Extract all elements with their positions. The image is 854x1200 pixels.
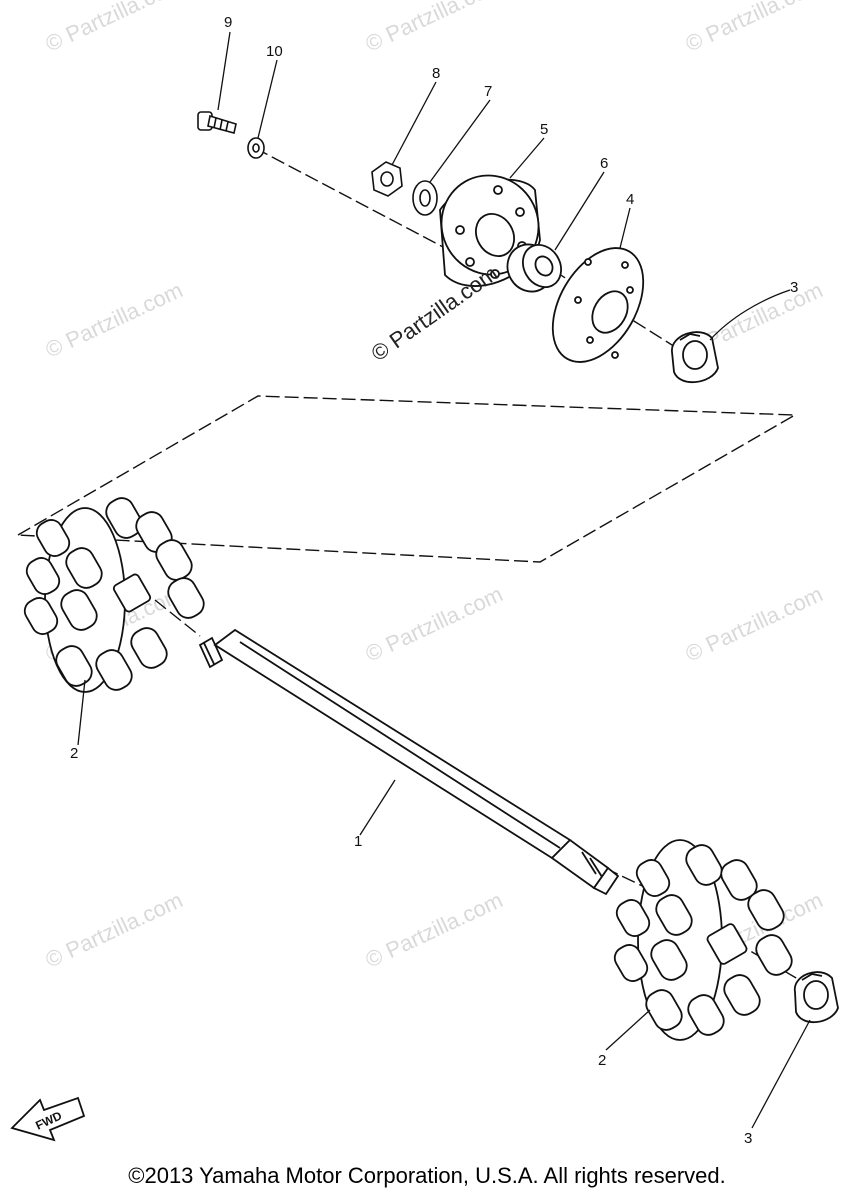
leader-lines [77, 31, 811, 1129]
washer-part-10 [247, 137, 265, 159]
watermark: © Partzilla.com [42, 0, 187, 57]
callout-5: 5 [540, 121, 548, 138]
sprocket-part-2-left [23, 497, 205, 693]
bearing-part-6 [506, 243, 562, 293]
callout-10: 10 [266, 43, 283, 60]
sprocket-part-2-right [613, 839, 793, 1041]
bolt-part-9 [197, 111, 237, 134]
nut-part-8 [371, 161, 403, 197]
watermark: © Partzilla.com [42, 277, 187, 362]
clamp-part-3-lower [794, 971, 839, 1024]
watermark: © Partzilla.com [362, 887, 507, 972]
callout-4: 4 [626, 191, 634, 208]
callout-3-lower: 3 [744, 1130, 752, 1147]
callout-8: 8 [432, 65, 440, 82]
watermark: © Partzilla.com [682, 581, 827, 666]
watermark: © Partzilla.com [42, 887, 187, 972]
callout-3-upper: 3 [790, 279, 798, 296]
callout-2-right: 2 [598, 1052, 606, 1069]
watermark: © Partzilla.com [682, 0, 827, 57]
drive-shaft-part-1 [198, 628, 620, 896]
callout-2-left: 2 [70, 745, 78, 762]
watermark-center: © Partzilla.com [367, 261, 503, 367]
callout-6: 6 [600, 155, 608, 172]
watermark: © Partzilla.com [362, 581, 507, 666]
callout-1: 1 [354, 833, 362, 850]
flange-plate-part-4 [551, 247, 645, 363]
clamp-part-3-upper [671, 331, 719, 384]
copyright-notice: ©2013 Yamaha Motor Corporation, U.S.A. A… [128, 1163, 726, 1188]
watermark-layer: © Partzilla.com © Partzilla.com © Partzi… [42, 0, 827, 973]
callout-7: 7 [484, 83, 492, 100]
callout-labels: 9 10 8 7 5 6 4 3 2 1 2 3 [70, 14, 798, 1147]
watermark: © Partzilla.com [362, 0, 507, 57]
callout-9: 9 [224, 14, 232, 31]
washer-part-7 [412, 180, 438, 216]
forward-arrow-icon: FWD [10, 1096, 86, 1142]
